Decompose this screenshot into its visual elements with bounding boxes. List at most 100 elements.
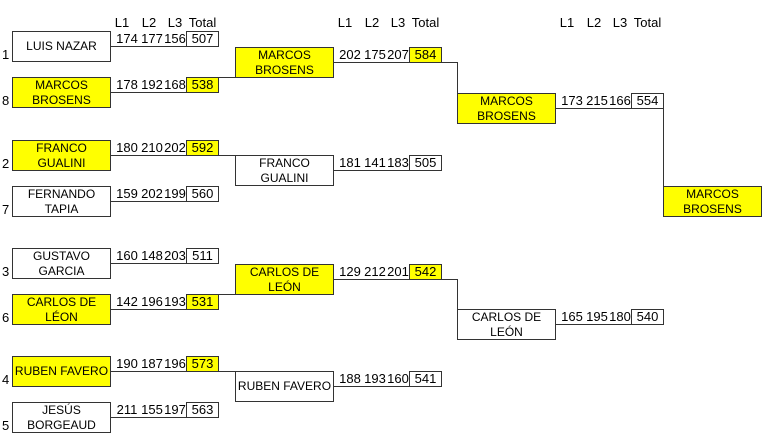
player-name-cell: MARCOS BROSENS — [235, 47, 334, 78]
connector-line — [442, 279, 457, 280]
header-l1: L1 — [559, 15, 575, 30]
round1-entry: 7 FERNANDO TAPIA 159 202 199 560 — [2, 186, 219, 217]
score-l1: 129 — [339, 264, 361, 279]
score-l3: 156 — [164, 31, 186, 46]
player-name-line: GARCIA — [38, 263, 85, 278]
seed-number: 3 — [2, 264, 10, 279]
seed-number: 5 — [2, 418, 10, 433]
score-l1: 174 — [116, 31, 138, 46]
total-cell: 531 — [186, 294, 219, 310]
player-name-line: RUBEN FAVERO — [237, 379, 332, 393]
score-l1: 190 — [116, 356, 138, 371]
player-name-cell: LUIS NAZAR — [12, 31, 111, 62]
connector-line — [219, 155, 235, 156]
player-name-cell: FRANCO GUALINI — [12, 140, 111, 171]
total-cell: 507 — [186, 31, 219, 47]
player-name-cell: GUSTAVO GARCIA — [12, 248, 111, 279]
header-l3: L3 — [612, 15, 628, 30]
connector-line — [219, 294, 235, 295]
score-l2: 193 — [364, 371, 386, 386]
connector-line — [219, 77, 235, 78]
total-cell: 505 — [409, 155, 442, 171]
score-l2: 215 — [586, 93, 608, 108]
connector-line — [219, 371, 235, 372]
player-name-line: LÉON — [45, 309, 78, 324]
score-l3: 203 — [164, 248, 186, 263]
header-l1: L1 — [114, 15, 130, 30]
score-underline — [111, 46, 186, 47]
score-underline — [111, 309, 186, 310]
player-name-cell: CARLOS DE LEÓN — [457, 309, 556, 340]
header-l2: L2 — [364, 15, 380, 30]
score-l1: 160 — [116, 248, 138, 263]
total-cell: 584 — [409, 47, 442, 63]
player-name-line: GUALINI — [37, 155, 86, 170]
player-name-line: BORGEAUD — [27, 417, 96, 432]
header-total: Total — [188, 15, 217, 30]
score-l2: 210 — [141, 140, 163, 155]
score-underline — [556, 108, 631, 109]
player-name-line: GUALINI — [260, 170, 309, 185]
header-l1: L1 — [337, 15, 353, 30]
player-name-cell: FERNANDO TAPIA — [12, 186, 111, 217]
score-underline — [556, 324, 631, 325]
connector-line — [457, 279, 458, 309]
score-underline — [111, 201, 186, 202]
score-l2: 155 — [141, 402, 163, 417]
header-l2: L2 — [586, 15, 602, 30]
seed-number: 7 — [2, 202, 10, 217]
player-name-cell: MARCOS BROSENS — [12, 77, 111, 108]
score-l1: 202 — [339, 47, 361, 62]
total-cell: 560 — [186, 186, 219, 202]
score-underline — [334, 170, 409, 171]
connector-line — [457, 62, 458, 93]
score-l2: 202 — [141, 186, 163, 201]
seed-number: 8 — [2, 93, 10, 108]
header-total: Total — [411, 15, 440, 30]
player-name-line: MARCOS — [480, 93, 533, 108]
score-l1: 159 — [116, 186, 138, 201]
round2-entry: FRANCO GUALINI 181 141 183 505 — [235, 155, 442, 186]
score-l1: 211 — [116, 402, 138, 417]
total-cell: 511 — [186, 248, 219, 264]
score-l3: 193 — [164, 294, 186, 309]
score-l3: 196 — [164, 356, 186, 371]
score-l3: 180 — [609, 309, 631, 324]
round3-score-headers: L1 L2 L3 Total — [457, 15, 664, 30]
score-underline — [334, 62, 409, 63]
header-total: Total — [633, 15, 662, 30]
round2-entry: CARLOS DE LEÓN 129 212 201 542 — [235, 264, 442, 295]
champion-cell: MARCOS BROSENS — [663, 186, 762, 217]
round1-entry: 8 MARCOS BROSENS 178 192 168 538 — [2, 77, 219, 108]
player-name-cell: CARLOS DE LÉON — [12, 294, 111, 325]
score-l2: 196 — [141, 294, 163, 309]
round1-score-headers: L1 L2 L3 Total — [12, 15, 219, 30]
score-underline — [111, 371, 186, 372]
player-name-line: GUSTAVO — [33, 248, 90, 263]
player-name-line: BROSENS — [477, 108, 536, 123]
score-l1: 173 — [561, 93, 583, 108]
score-l1: 142 — [116, 294, 138, 309]
score-l3: 202 — [164, 140, 186, 155]
round2-entry: RUBEN FAVERO 188 193 160 541 — [235, 371, 442, 402]
round1-entry: 4 RUBEN FAVERO 190 187 196 573 — [2, 356, 219, 387]
player-name-line: LEÓN — [490, 324, 523, 339]
score-l2: 148 — [141, 248, 163, 263]
player-name-line: LEÓN — [268, 279, 301, 294]
round1-entry: 5 JESÚS BORGEAUD 211 155 197 563 — [2, 402, 219, 433]
seed-number: 4 — [2, 372, 10, 387]
score-l1: 181 — [339, 155, 361, 170]
score-l3: 201 — [387, 264, 409, 279]
score-l2: 175 — [364, 47, 386, 62]
score-l2: 195 — [586, 309, 608, 324]
player-name-cell: JESÚS BORGEAUD — [12, 402, 111, 433]
total-cell: 573 — [186, 356, 219, 372]
player-name-cell: MARCOS BROSENS — [457, 93, 556, 124]
round3-entry: CARLOS DE LEÓN 165 195 180 540 — [457, 309, 664, 340]
seed-number: 6 — [2, 310, 10, 325]
player-name-line: CARLOS DE — [249, 264, 320, 279]
player-name-cell: RUBEN FAVERO — [235, 371, 334, 402]
player-name-line: TAPIA — [44, 201, 79, 216]
round2-entry: MARCOS BROSENS 202 175 207 584 — [235, 47, 442, 78]
